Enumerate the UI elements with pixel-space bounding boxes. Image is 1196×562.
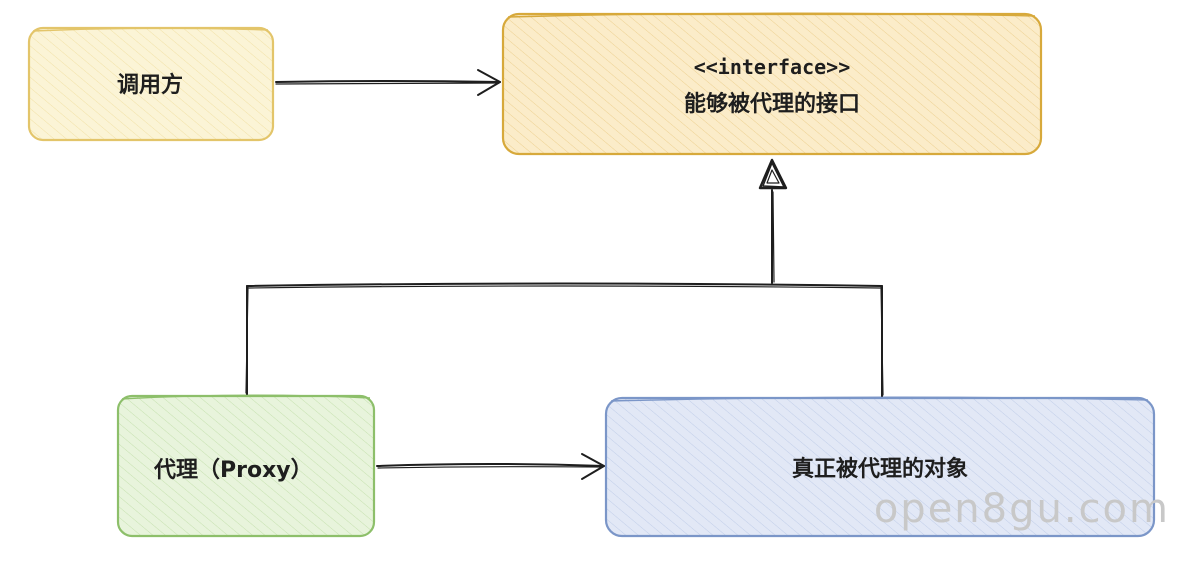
real-subject-label: 真正被代理的对象 — [792, 456, 968, 482]
implementation-connector — [245, 189, 884, 397]
real-subject-box: 真正被代理的对象 — [604, 396, 1156, 538]
proxy-box: 代理（Proxy） — [116, 394, 376, 538]
proxy-to-real-arrow — [376, 453, 605, 480]
proxy-label: 代理（Proxy） — [153, 458, 313, 483]
caller-box: 调用方 — [27, 26, 275, 142]
interface-box: <<interface>> 能够被代理的接口 — [501, 12, 1043, 156]
caller-to-interface-arrow — [275, 69, 501, 96]
interface-label: 能够被代理的接口 — [684, 91, 860, 117]
watermark-text: open8gu.com — [874, 486, 1170, 532]
realization-arrowhead — [758, 158, 788, 190]
caller-label: 调用方 — [117, 72, 183, 98]
interface-stereotype: <<interface>> — [694, 55, 851, 79]
